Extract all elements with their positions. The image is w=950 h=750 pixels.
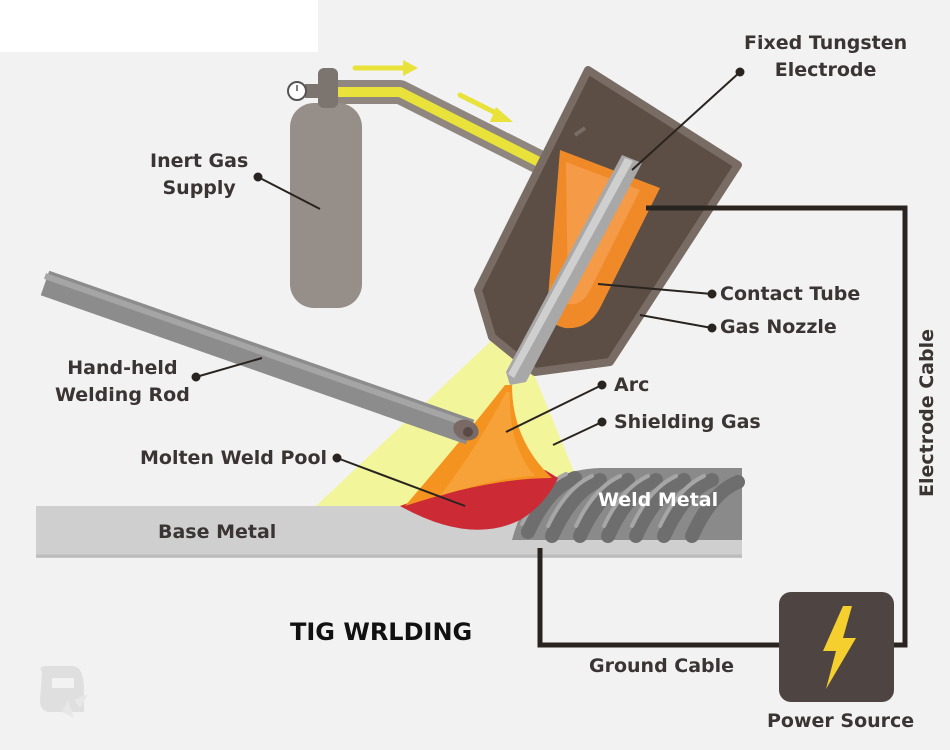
welding-rod [40, 270, 479, 445]
leader-arc [505, 384, 603, 433]
label-welding-rod-line1: Hand-held [67, 357, 178, 379]
label-base-metal: Base Metal [158, 521, 277, 543]
leader-lines [191, 67, 745, 507]
ground-cable [537, 548, 780, 648]
label-ground-cable: Ground Cable [589, 655, 735, 677]
label-gas-supply-line1: Inert Gas [150, 150, 249, 172]
label-contact-tube: Contact Tube [720, 283, 861, 305]
arc-inner [440, 392, 535, 496]
top-left-white-patch [0, 0, 318, 52]
label-electrode: Fixed Tungsten Electrode [744, 30, 907, 84]
leader-shielding-gas [552, 421, 603, 446]
label-electrode-cable: Electrode Cable [916, 329, 938, 498]
label-electrode-line2: Electrode [774, 59, 877, 81]
leader-welding-rod [195, 357, 263, 378]
label-gas-supply-line2: Supply [162, 177, 236, 199]
electrode-cable [646, 205, 908, 648]
label-shielding-gas: Shielding Gas [614, 411, 761, 433]
label-electrode-line1: Fixed Tungsten [744, 32, 908, 54]
welding-helmet-logo [40, 666, 88, 718]
lightning-bolt-icon [823, 606, 856, 689]
leader-weld-pool [336, 457, 466, 507]
label-power-source: Power Source [767, 710, 915, 732]
label-gas-supply: Inert Gas Supply [150, 148, 248, 202]
label-welding-rod-line2: Welding Rod [55, 384, 190, 406]
leader-electrode [631, 71, 741, 171]
molten-weld-pool [400, 470, 558, 530]
gas-hose [335, 80, 551, 176]
label-weld-pool: Molten Weld Pool [140, 447, 328, 469]
diagram-title: TIG WRLDING [290, 618, 473, 646]
leader-gas-supply [257, 176, 321, 210]
label-gas-nozzle: Gas Nozzle [720, 316, 837, 338]
leader-contact-tube [597, 283, 713, 295]
label-welding-rod: Hand-held Welding Rod [55, 355, 190, 409]
weld-metal-bead [512, 468, 745, 543]
label-weld-metal: Weld Metal [598, 489, 719, 511]
power-source [779, 592, 894, 702]
tungsten-electrode [506, 155, 642, 385]
leader-gas-nozzle [639, 314, 713, 329]
cables [537, 205, 908, 648]
label-arc: Arc [614, 374, 650, 396]
inert-gas-cylinder [287, 68, 362, 308]
